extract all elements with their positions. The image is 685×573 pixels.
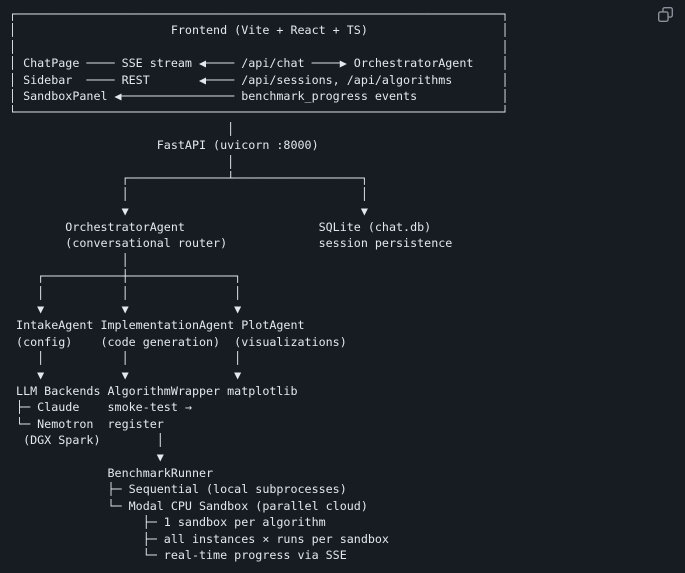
- diagram-line: └─ Modal CPU Sandbox (parallel cloud): [9, 498, 368, 513]
- diagram-line: │: [9, 154, 235, 169]
- diagram-line: │: [9, 252, 129, 267]
- diagram-line: ▼ ▼: [9, 203, 368, 218]
- diagram-line: │ │: [9, 39, 509, 54]
- diagram-line: ├─ Sequential (local subprocesses): [9, 482, 347, 497]
- diagram-line: │ ChatPage ──── SSE stream ◀──── /api/ch…: [9, 56, 509, 71]
- diagram-line: │ │ │: [9, 351, 242, 366]
- diagram-line: (config) (code generation) (visualizatio…: [9, 334, 347, 349]
- diagram-line: │ Sidebar ──── REST ◀──── /api/sessions,…: [9, 72, 509, 87]
- diagram-line: BenchmarkRunner: [9, 465, 214, 480]
- diagram-line: │ │: [9, 187, 368, 202]
- diagram-line: ┌──────────────┴──────────────────┐: [9, 170, 368, 185]
- copy-icon: [657, 6, 673, 22]
- diagram-line: ┌───────────────────────────────────────…: [9, 7, 509, 21]
- diagram-line: ├─ Claude smoke-test →: [9, 400, 192, 415]
- architecture-diagram: ┌───────────────────────────────────────…: [9, 6, 509, 563]
- diagram-line: ▼ ▼ ▼: [9, 302, 242, 317]
- diagram-line: FastAPI (uvicorn :8000): [9, 138, 319, 153]
- diagram-line: ├─ 1 sandbox per algorithm: [9, 515, 326, 530]
- diagram-line: (conversational router) session persiste…: [9, 236, 453, 251]
- copy-code-button[interactable]: [655, 4, 675, 24]
- diagram-line: │ Frontend (Vite + React + TS) │: [9, 23, 509, 38]
- diagram-line: └───────────────────────────────────────…: [9, 105, 509, 120]
- diagram-line: │ SandboxPanel ◀──────────────── benchma…: [9, 88, 509, 103]
- diagram-line: IntakeAgent ImplementationAgent PlotAgen…: [9, 318, 305, 333]
- diagram-line: │: [9, 121, 235, 136]
- diagram-line: ├─ all instances × runs per sandbox: [9, 531, 389, 546]
- diagram-line: ▼: [9, 449, 164, 464]
- diagram-line: ▼ ▼ ▼: [9, 367, 242, 382]
- diagram-line: └─ real-time progress via SSE: [9, 547, 347, 562]
- diagram-line: └─ Nemotron register: [9, 416, 164, 431]
- diagram-line: │ │ │: [9, 285, 242, 300]
- diagram-line: ┌───────────┼───────────────┐: [9, 269, 242, 284]
- diagram-line: (DGX Spark) │: [9, 433, 164, 448]
- diagram-line: OrchestratorAgent SQLite (chat.db): [9, 220, 432, 235]
- diagram-line: LLM Backends AlgorithmWrapper matplotlib: [9, 383, 298, 398]
